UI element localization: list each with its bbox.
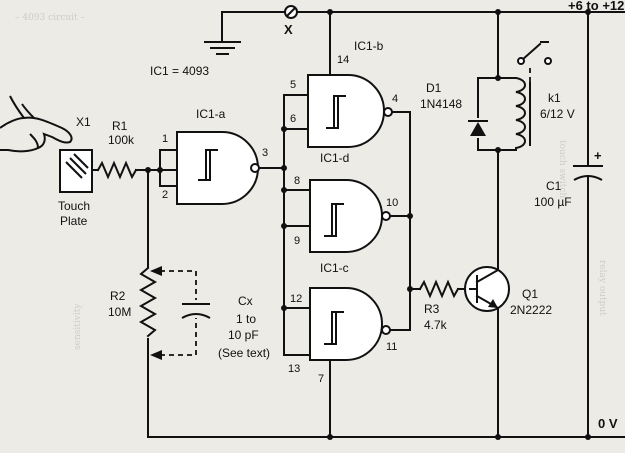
- svg-text:– 4093 circuit –: – 4093 circuit –: [15, 13, 86, 23]
- gate-d-pin8: 8: [294, 175, 300, 187]
- node-dot: [327, 434, 333, 440]
- gate-a-name: IC1-a: [196, 107, 226, 121]
- cx-ref: Cx: [238, 294, 253, 308]
- gate-ic1-c: [309, 287, 391, 361]
- touch-plate: [59, 149, 93, 193]
- k1-ref: k1: [548, 91, 561, 105]
- gate-b-pin14: 14: [337, 54, 349, 66]
- node-dot: [585, 9, 591, 15]
- gate-a-pin3: 3: [262, 147, 268, 159]
- r3-resistor: [418, 279, 460, 299]
- c1-polarity: +: [594, 148, 602, 163]
- wire-diode-loop: [477, 77, 499, 151]
- svg-text:relay output: relay output: [597, 260, 607, 316]
- node-dot: [495, 9, 501, 15]
- c1-ref: C1: [546, 179, 562, 193]
- r1-resistor: [96, 160, 138, 180]
- ic-label: IC1 = 4093: [150, 64, 209, 78]
- diode-d1: [468, 118, 488, 138]
- transistor-q1: [464, 266, 510, 312]
- ground-label: 0 V: [598, 416, 618, 431]
- q1-value: 2N2222: [510, 303, 552, 317]
- r2-wiper-top-arrow: [150, 266, 162, 276]
- node-dot: [327, 9, 333, 15]
- r3-ref: R3: [424, 302, 440, 316]
- node-dot: [495, 434, 501, 440]
- gate-b-pin6: 6: [290, 113, 296, 125]
- supply-label: +6 to +12 V: [568, 0, 625, 13]
- terminal-x-label: X: [284, 22, 293, 37]
- gate-c-pin7: 7: [318, 373, 324, 385]
- cx-line1: 1 to: [236, 312, 256, 326]
- d1-value: 1N4148: [420, 97, 462, 111]
- r2-resistor: [138, 266, 158, 338]
- cx-line3: (See text): [218, 346, 270, 360]
- node-dot: [407, 213, 413, 219]
- gate-c-pin13: 13: [288, 363, 300, 375]
- background-bleed-through: – 4093 circuit – touch switch relay outp…: [15, 13, 607, 350]
- gate-c-pin12: 12: [290, 293, 302, 305]
- node-dot: [281, 223, 287, 229]
- x1-label-2: Plate: [60, 214, 88, 228]
- node-dot: [585, 434, 591, 440]
- gate-d-pin9: 9: [294, 235, 300, 247]
- gate-b-name: IC1-b: [354, 39, 384, 53]
- ground-symbol: [204, 41, 241, 55]
- relay-coil: [497, 66, 531, 151]
- r2-ref: R2: [110, 289, 126, 303]
- x1-ref: X1: [76, 115, 91, 129]
- r3-value: 4.7k: [424, 318, 448, 332]
- gate-ic1-d: [309, 179, 391, 253]
- gate-b-pin5: 5: [290, 79, 296, 91]
- gate-d-name: IC1-d: [320, 151, 349, 165]
- wire-gate-a-inputs: [159, 149, 178, 187]
- cx-capacitor: [160, 270, 211, 356]
- gate-ic1-a: [176, 131, 260, 205]
- node-dot: [145, 167, 151, 173]
- gate-b-pin4: 4: [392, 93, 398, 105]
- cx-line2: 10 pF: [228, 328, 259, 342]
- node-dot: [281, 305, 287, 311]
- r1-ref: R1: [112, 119, 128, 133]
- relay-contact: [517, 41, 552, 65]
- node-dot: [157, 167, 163, 173]
- node-dot: [407, 286, 413, 292]
- node-dot: [281, 126, 287, 132]
- c1-value: 100 µF: [534, 195, 572, 209]
- supply-rail: [221, 11, 625, 43]
- svg-text:sensitivity: sensitivity: [73, 303, 83, 350]
- gate-ic1-b: [307, 74, 393, 148]
- r1-value: 100k: [108, 133, 135, 147]
- wire-gate-b-out: [391, 111, 411, 331]
- gate-d-pin10: 10: [386, 197, 398, 209]
- gate-c-pin11: 11: [386, 341, 397, 353]
- gate-c-name: IC1-c: [320, 261, 349, 275]
- gate-a-pin2: 2: [162, 189, 168, 201]
- d1-ref: D1: [426, 81, 442, 95]
- q1-ref: Q1: [522, 287, 538, 301]
- hand-icon: [0, 95, 73, 153]
- k1-value: 6/12 V: [540, 107, 575, 121]
- node-dot: [281, 187, 287, 193]
- r2-wiper-bottom-arrow: [150, 350, 162, 360]
- x1-label-1: Touch: [58, 199, 90, 213]
- terminal-x: [284, 5, 298, 19]
- svg-text:touch switch: touch switch: [557, 140, 567, 198]
- r2-value: 10M: [108, 305, 131, 319]
- gate-a-pin1: 1: [162, 133, 168, 145]
